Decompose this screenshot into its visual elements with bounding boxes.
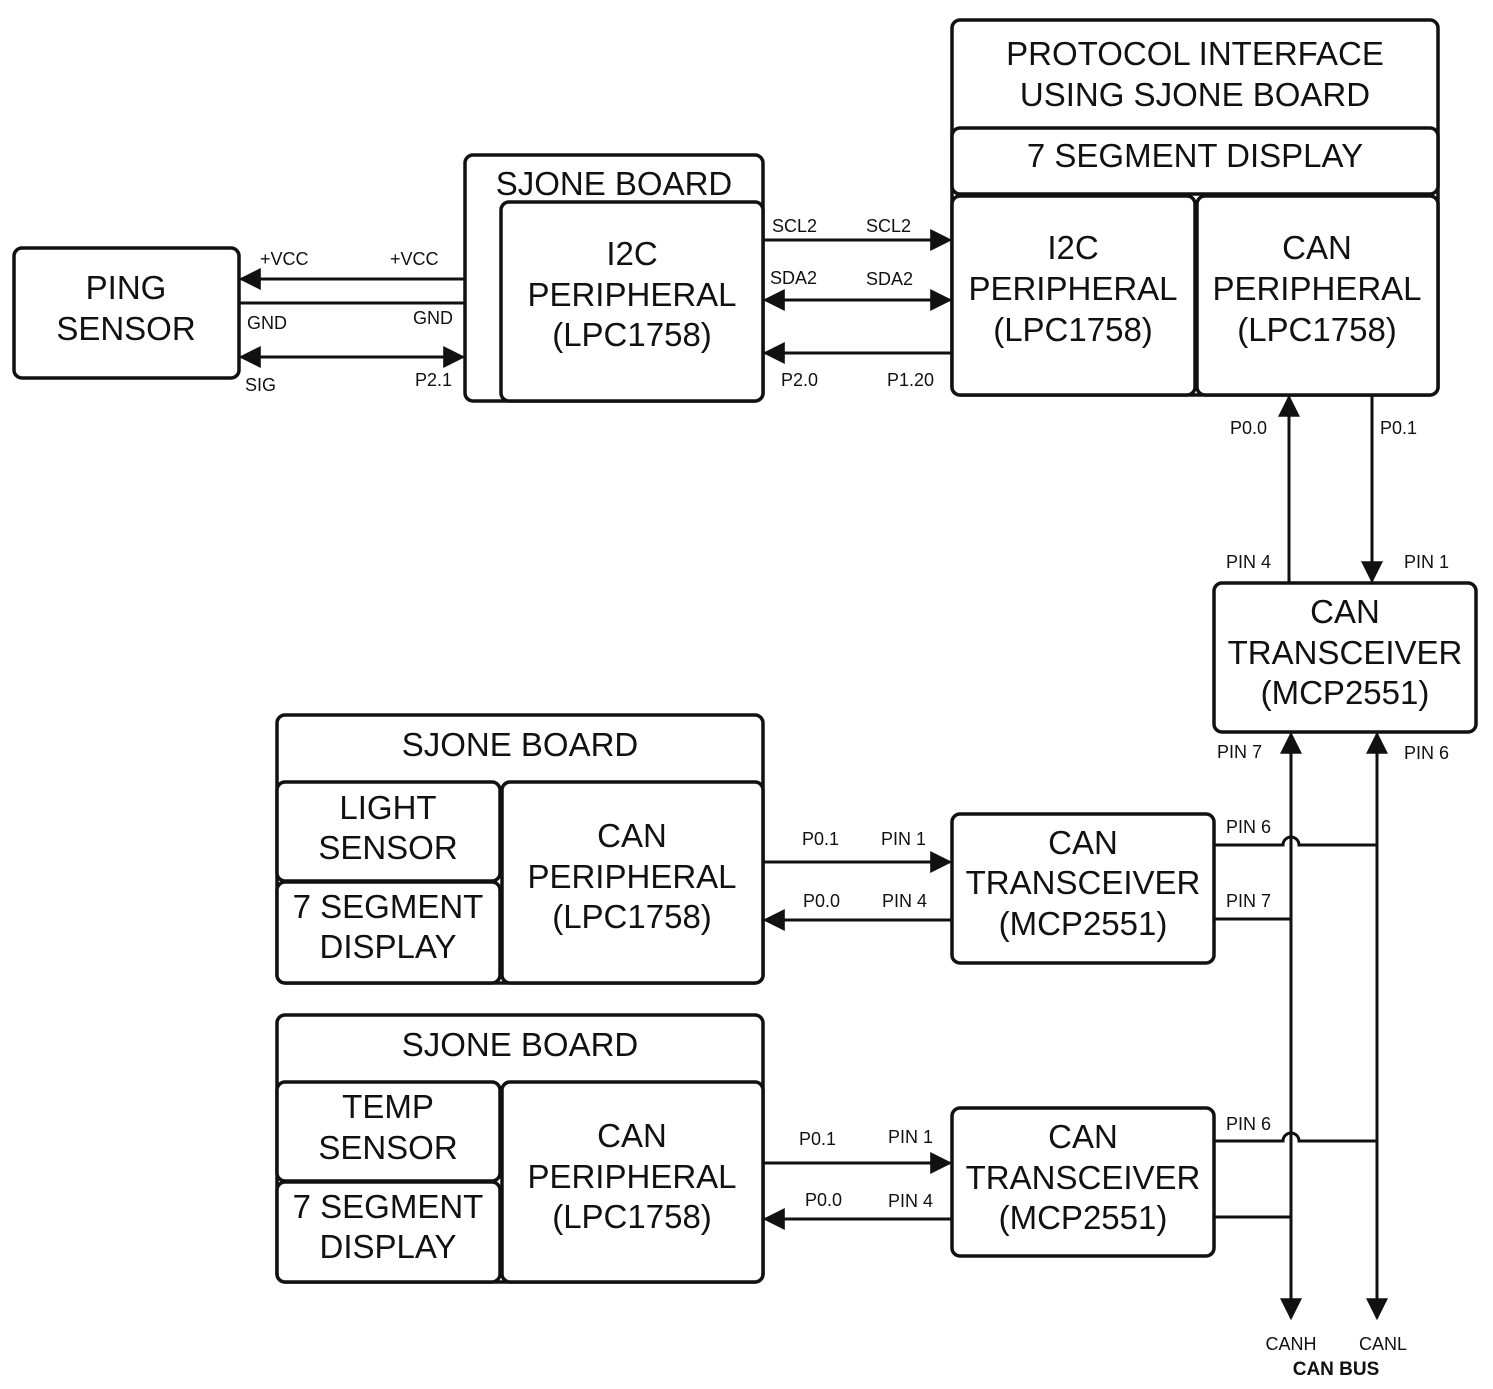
board3-sensor-label-2: SENSOR [318,1129,457,1166]
bot-pin6-wire [1214,1131,1377,1143]
board2-display-label-2: DISPLAY [320,928,457,965]
board2-can-label-3: (LPC1758) [552,898,712,935]
protocol-display-label: 7 SEGMENT DISPLAY [1027,137,1363,174]
sjone-board-1: SJONE BOARD I2C PERIPHERAL (LPC1758) [463,153,765,403]
board1-gnd-label: GND [413,308,453,328]
board1-i2c-label-3: (LPC1758) [552,316,712,353]
protocol-can-label-3: (LPC1758) [1237,311,1397,348]
mid-pin1-label: PIN 1 [881,829,926,849]
mid-pin4-label: PIN 4 [882,891,927,911]
board3-display-label-2: DISPLAY [320,1228,457,1265]
can-bus-title: CAN BUS [1293,1359,1380,1380]
board1-vcc-label: +VCC [390,249,439,269]
board2-title: SJONE BOARD [402,726,639,763]
top-pin6-label: PIN 6 [1404,743,1449,763]
board2-can-label-2: PERIPHERAL [527,858,736,895]
board1-p21-label: P2.1 [415,370,452,390]
board1-i2c-label-2: PERIPHERAL [527,276,736,313]
protocol-p00-label: P0.0 [1230,418,1267,438]
protocol-can-block [1195,194,1440,397]
bot-pin4-label: PIN 4 [888,1191,933,1211]
board3-can-block [500,1080,765,1284]
board3-p00-label: P0.0 [805,1190,842,1210]
board2-display-block [275,880,502,985]
transceiver-bot-label-1: CAN [1048,1118,1118,1155]
ping-sensor-label-1: PING [86,269,167,306]
mid-pin7-label: PIN 7 [1226,891,1271,911]
transceiver-mid-label-1: CAN [1048,824,1118,861]
protocol-p120-label: P1.20 [887,370,934,390]
board1-p20-label: P2.0 [781,370,818,390]
protocol-p01-label: P0.1 [1380,418,1417,438]
top-pin4-label: PIN 4 [1226,552,1271,572]
board2-p01-label: P0.1 [802,829,839,849]
top-pin7-label: PIN 7 [1217,742,1262,762]
transceiver-top-label-3: (MCP2551) [1261,674,1430,711]
board3-title: SJONE BOARD [402,1026,639,1063]
board1-scl2-label: SCL2 [772,216,817,236]
transceiver-bot-label-3: (MCP2551) [999,1199,1168,1236]
protocol-scl2-label: SCL2 [866,216,911,236]
board2-p00-label: P0.0 [803,891,840,911]
ping-sensor-label-2: SENSOR [56,310,195,347]
transceiver-mid-label-2: TRANSCEIVER [966,864,1201,901]
ping-vcc-label: +VCC [260,249,309,269]
protocol-i2c-label-3: (LPC1758) [993,311,1153,348]
board2-can-block [500,780,765,985]
board3-can-label-2: PERIPHERAL [527,1158,736,1195]
board3-can-label-3: (LPC1758) [552,1198,712,1235]
bot-pin6-label: PIN 6 [1226,1114,1271,1134]
mid-pin6-label: PIN 6 [1226,817,1271,837]
board2-sensor-label-2: SENSOR [318,829,457,866]
protocol-sda2-label: SDA2 [866,269,913,289]
protocol-title-2: USING SJONE BOARD [1020,76,1370,113]
can-transceiver-bot: CAN TRANSCEIVER (MCP2551) [950,1106,1216,1258]
transceiver-mid-label-3: (MCP2551) [999,905,1168,942]
board3-sensor-label-1: TEMP [342,1088,434,1125]
top-pin1-label: PIN 1 [1404,552,1449,572]
board3-p01-label: P0.1 [799,1129,836,1149]
protocol-can-label-1: CAN [1282,229,1352,266]
ping-sig-label: SIG [245,375,276,395]
board3-display-block [275,1180,502,1284]
board1-title: SJONE BOARD [496,165,733,202]
board3-display-label-1: 7 SEGMENT [293,1188,484,1225]
sjone-board-2: SJONE BOARD LIGHT SENSOR 7 SEGMENT DISPL… [275,713,765,985]
transceiver-top-label-1: CAN [1310,593,1380,630]
sjone-board-3: SJONE BOARD TEMP SENSOR 7 SEGMENT DISPLA… [275,1013,765,1284]
board3-can-label-1: CAN [597,1117,667,1154]
bot-pin1-label: PIN 1 [888,1127,933,1147]
transceiver-top-label-2: TRANSCEIVER [1228,634,1463,671]
protocol-display-block [950,126,1440,196]
protocol-title-1: PROTOCOL INTERFACE [1006,35,1384,72]
canl-label: CANL [1359,1334,1407,1354]
board2-sensor-label-1: LIGHT [339,789,436,826]
board1-sda2-label: SDA2 [770,268,817,288]
board1-i2c-label-1: I2C [606,235,657,272]
transceiver-bot-label-2: TRANSCEIVER [966,1159,1201,1196]
protocol-interface-board: PROTOCOL INTERFACE USING SJONE BOARD 7 S… [950,18,1440,397]
ping-sensor-block: PING SENSOR [12,246,241,380]
can-transceiver-top: CAN TRANSCEIVER (MCP2551) [1212,581,1478,734]
protocol-i2c-label-2: PERIPHERAL [968,270,1177,307]
protocol-i2c-label-1: I2C [1047,229,1098,266]
ping-gnd-label: GND [247,313,287,333]
mid-pin6-wire [1214,835,1377,847]
canh-label: CANH [1265,1334,1316,1354]
protocol-can-label-2: PERIPHERAL [1212,270,1421,307]
board2-can-label-1: CAN [597,817,667,854]
board2-display-label-1: 7 SEGMENT [293,888,484,925]
can-transceiver-mid: CAN TRANSCEIVER (MCP2551) [950,812,1216,965]
